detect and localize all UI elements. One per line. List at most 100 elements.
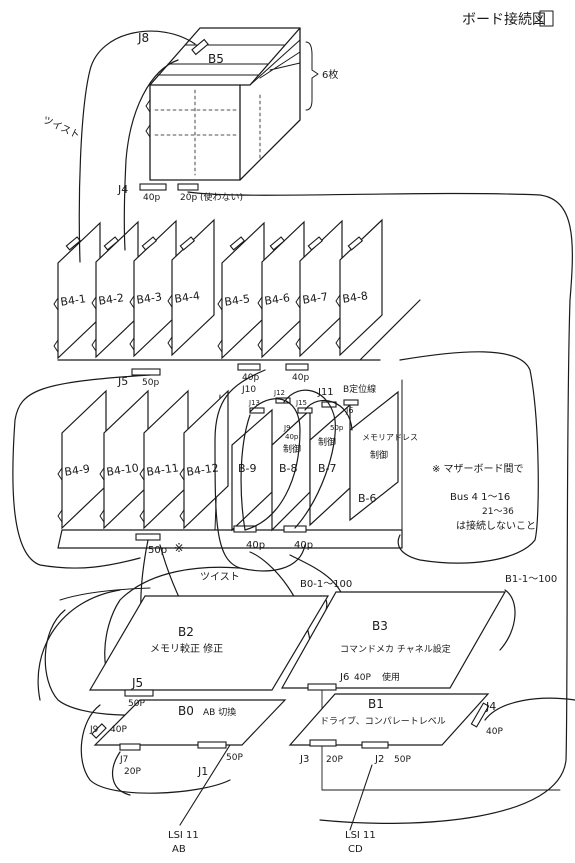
- j3-20p: 20P: [326, 755, 343, 765]
- board-b-6: B-6: [349, 390, 399, 522]
- rack1-base: [57, 299, 421, 361]
- j9-connector: [91, 723, 107, 739]
- rack1-j10-label: J10: [241, 385, 256, 395]
- board-b4-6-label: B4-6: [264, 291, 291, 307]
- board-b-8: B-8: [271, 408, 311, 532]
- note-line1: ※ マザーボード間で: [432, 463, 524, 475]
- board-b4-8-edge-connector: [347, 236, 364, 251]
- board-b4-5-label: B4-5: [224, 292, 251, 308]
- board-b4-9: B4-9: [57, 389, 107, 530]
- top-j4-20p-label: 20p (使わない): [180, 191, 243, 203]
- star-mark: ※: [174, 541, 184, 555]
- j6-inner-label: J6: [345, 406, 353, 415]
- six-sheets-label: 6枚: [322, 68, 338, 81]
- top-j4-40p-label: 40p: [143, 193, 160, 203]
- cd-label: CD: [348, 844, 363, 855]
- bottom-j6-label: J6: [339, 672, 349, 683]
- board-b4-4-edge-connector: [179, 236, 196, 251]
- j11-label: J11: [317, 387, 334, 398]
- board-b4-3-edge-connector: [141, 236, 158, 251]
- rack2-50p-connector: [135, 533, 161, 541]
- j9-40p: 40P: [110, 725, 127, 735]
- j7-label: J7: [119, 755, 128, 765]
- rack1-j5-50p: 50p: [142, 378, 159, 388]
- board-b4-5-edge-connector: [229, 236, 246, 251]
- j1-50p: 50P: [226, 753, 243, 763]
- bottom-assembly: [88, 591, 507, 746]
- bottom-j5-50p: 50P: [128, 699, 145, 709]
- board-b4-7: B4-7: [295, 219, 343, 358]
- rack2-40p-a-label: 40p: [246, 540, 265, 551]
- rack1-40p-a: 40p: [242, 373, 259, 383]
- board-b4-12-label: B4-12: [186, 461, 220, 478]
- bottom-j4-40p: 40P: [486, 727, 503, 737]
- rack2-50p-label: 50p: [148, 545, 167, 556]
- inner-50p-label: 50p: [330, 424, 344, 432]
- b1-label: B1: [368, 697, 384, 711]
- j8-label: J8: [137, 31, 149, 45]
- board-b4-12: B4-12: [179, 389, 229, 530]
- memory-address-label: メモリアドレス: [362, 433, 418, 442]
- b8-ctrl-label: 制御: [283, 443, 301, 455]
- top-j4-20p-connector: [177, 183, 199, 191]
- title-box: [539, 10, 554, 27]
- board-b0: [93, 699, 287, 746]
- board-b4-1-edge-connector: [65, 236, 82, 251]
- board-b4-2-edge-connector: [103, 236, 120, 251]
- board-b4-6-edge-connector: [269, 236, 286, 251]
- diagram-title: ボード接続図: [462, 11, 546, 28]
- top-j4-40p-connector: [139, 183, 167, 191]
- b3-label: B3: [372, 619, 388, 633]
- lsi-cd-label: LSI 11: [345, 830, 376, 841]
- rack1-40p-b: 40p: [292, 373, 309, 383]
- rack2-twist-label: ツイスト: [200, 572, 240, 583]
- board-b3: [280, 591, 507, 689]
- bottom-j6-use: 使用: [382, 671, 400, 683]
- board-b4-1: B4-1: [53, 221, 101, 360]
- six-sheets-brace: [305, 41, 319, 111]
- bottom-j6-connector: [307, 683, 337, 691]
- board-b4-11: B4-11: [139, 389, 189, 530]
- inner-40p-label: 40p: [285, 433, 299, 441]
- b2-desc: メモリ較正 修正: [150, 642, 223, 655]
- b2-label: B2: [178, 625, 194, 639]
- j2-label: J2: [374, 754, 384, 765]
- j12-connector: [275, 397, 291, 404]
- lsi-ab-label: LSI 11: [168, 830, 199, 841]
- board-b4-8: B4-8: [335, 218, 383, 357]
- b7-ctrl-label: 制御: [318, 436, 336, 448]
- board-b4-8-label: B4-8: [342, 289, 369, 305]
- board-b-9: B-9: [231, 408, 273, 532]
- rack2-40p-b-connector: [283, 525, 307, 533]
- rack1-40p-connector: [285, 363, 309, 371]
- b5-label: B5: [208, 52, 224, 66]
- j15-label: J15: [295, 399, 307, 407]
- board-b4-1-label: B4-1: [60, 292, 87, 308]
- rack2-base: [57, 529, 403, 549]
- rack1-j5-connector: [131, 368, 161, 376]
- board-b4-10-label: B4-10: [106, 461, 140, 478]
- j2-50p: 50P: [394, 755, 411, 765]
- note-line2: Bus 4 1〜16: [450, 492, 510, 503]
- ab-label: AB: [172, 844, 186, 855]
- bottom-j5-label: J5: [131, 676, 143, 690]
- board-b4-3: B4-3: [129, 219, 177, 358]
- b0-label: B0: [178, 704, 194, 718]
- rack1-j10-connector: [237, 363, 261, 371]
- top-twist-label: ツイスト: [41, 115, 82, 142]
- board-b4-9-label: B4-9: [64, 462, 91, 478]
- j12-label: J12: [273, 389, 285, 397]
- board-b4-5: B4-5: [217, 221, 265, 360]
- board-b1: [288, 693, 490, 746]
- bottom-j4-connector: [470, 702, 490, 728]
- board-b-9-label: B-9: [238, 462, 257, 475]
- board-b4-3-label: B4-3: [136, 290, 163, 306]
- rack2-40p-b-label: 40p: [294, 540, 313, 551]
- board-b4-2-label: B4-2: [98, 291, 125, 307]
- j3-connector: [309, 739, 337, 747]
- j9-inner-label: J9: [283, 424, 291, 432]
- rear-wiring-label: B定位線: [343, 383, 376, 395]
- b1-desc: ドライブ、コンパレートレベル: [320, 715, 446, 727]
